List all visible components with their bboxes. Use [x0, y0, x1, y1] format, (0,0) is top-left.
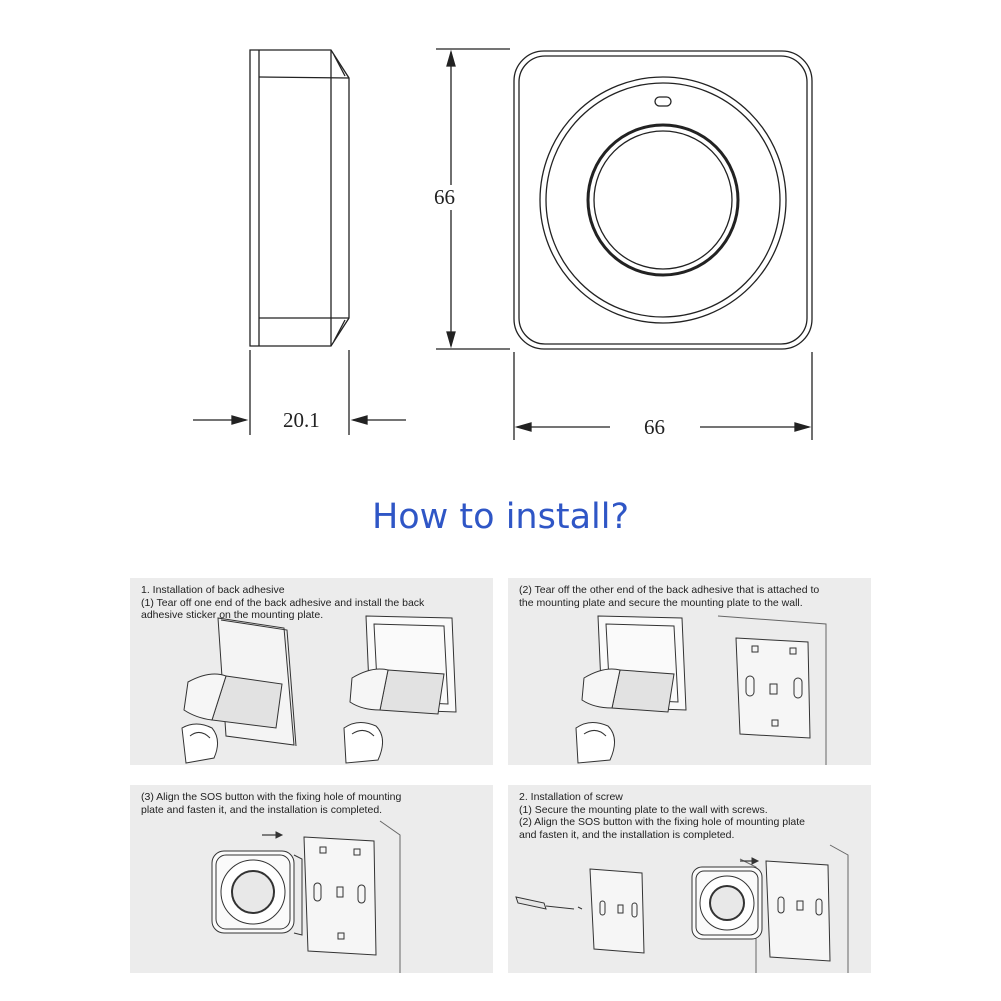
step-illustration-4 [515, 844, 849, 973]
front-view-drawing [513, 50, 813, 350]
section-title: How to install? [371, 497, 630, 537]
height-dimension-label: 66 [428, 185, 461, 210]
step-panel-3: (3) Align the SOS button with the fixing… [130, 785, 493, 973]
technical-drawing [193, 48, 813, 440]
step-panel-4: 2. Installation of screw (1) Secure the … [508, 785, 871, 973]
step-text-2: (2) Tear off the other end of the back a… [519, 584, 820, 609]
width-dimension-line [513, 352, 813, 440]
step-text-4: 2. Installation of screw (1) Secure the … [519, 791, 806, 841]
step-illustration-2 [575, 615, 827, 765]
depth-dimension-line [193, 350, 406, 435]
depth-dimension-label: 20.1 [277, 408, 326, 433]
width-dimension-label: 66 [638, 415, 671, 440]
step-illustration-1 [181, 615, 457, 764]
side-view-drawing [249, 49, 350, 347]
step-text-1: 1. Installation of back adhesive (1) Tea… [141, 584, 425, 621]
step-panel-1: 1. Installation of back adhesive (1) Tea… [130, 578, 493, 765]
step-illustration-3 [211, 820, 401, 973]
step-text-3: (3) Align the SOS button with the fixing… [141, 791, 402, 816]
step-panel-2: (2) Tear off the other end of the back a… [508, 578, 871, 765]
